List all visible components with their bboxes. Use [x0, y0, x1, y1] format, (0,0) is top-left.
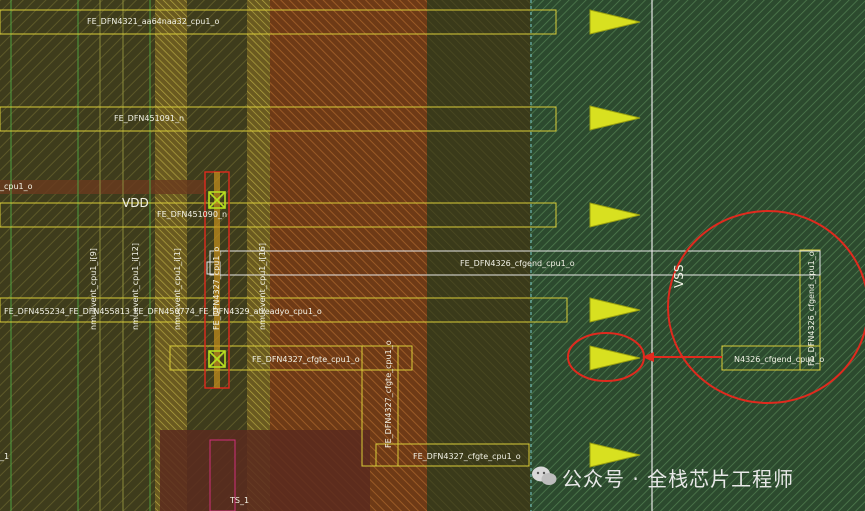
net-label-bottom-ts: TS_1	[230, 496, 250, 505]
triangle-marker	[589, 442, 641, 468]
wechat-icon	[530, 462, 558, 490]
annotation-ellipse-large	[667, 210, 865, 404]
net-label-cfgend-short[interactable]: N4326_cfgend_cpu1_o	[734, 355, 825, 364]
marker-column	[589, 9, 641, 468]
vlabel-event-9[interactable]: nmuevent_cpu1_i[9]	[89, 248, 98, 330]
net-label-451090[interactable]: FE_DFN451090_n	[157, 210, 228, 219]
triangle-marker	[589, 345, 641, 371]
triangle-marker	[589, 297, 641, 323]
vss-label: VSS	[672, 264, 686, 288]
vdd-label: VDD	[122, 196, 149, 210]
net-label-top[interactable]: FE_DFN4321_aa64naa32_cpu1_o	[87, 17, 220, 26]
watermark-text: 公众号 · 全栈芯片工程师	[562, 467, 795, 491]
net-label-left-cpu[interactable]: _cpu1_o	[0, 182, 33, 191]
annotation-ellipse-small	[567, 332, 645, 382]
vlabel-event-12[interactable]: nmuevent_cpu1_i[12]	[131, 243, 140, 330]
net-label-long-row[interactable]: FE_DFN455234_FE_DFN455813_FE_DFN450774_F…	[4, 307, 322, 316]
vlabel-event-1[interactable]: nmuevent_cpu1_i[1]	[173, 248, 182, 330]
vlabel-pin-center[interactable]: FE_DFN4327_cpu1_o	[212, 246, 221, 330]
triangle-marker	[589, 105, 641, 131]
triangle-marker	[589, 9, 641, 35]
vlabel-event-16[interactable]: nmuevent_cpu1_i[16]	[258, 243, 267, 330]
vlabel-cfgend[interactable]: FE_DFN4326_cfgend_cpu1_o	[807, 251, 816, 366]
triangle-marker	[589, 202, 641, 228]
net-label-cfgte-bottom[interactable]: FE_DFN4327_cfgte_cpu1_o	[413, 452, 521, 461]
annotation-arrow-head	[642, 352, 654, 362]
vlabel-cfgte[interactable]: FE_DFN4327_cfgte_cpu1_o	[384, 340, 393, 448]
net-label-451091[interactable]: FE_DFN451091_n	[114, 114, 185, 123]
net-label-left-edge: _1	[0, 452, 10, 461]
net-label-cfgte-mid[interactable]: FE_DFN4327_cfgte_cpu1_o	[252, 355, 360, 364]
net-label-cfgend[interactable]: FE_DFN4326_cfgend_cpu1_o	[460, 259, 575, 268]
